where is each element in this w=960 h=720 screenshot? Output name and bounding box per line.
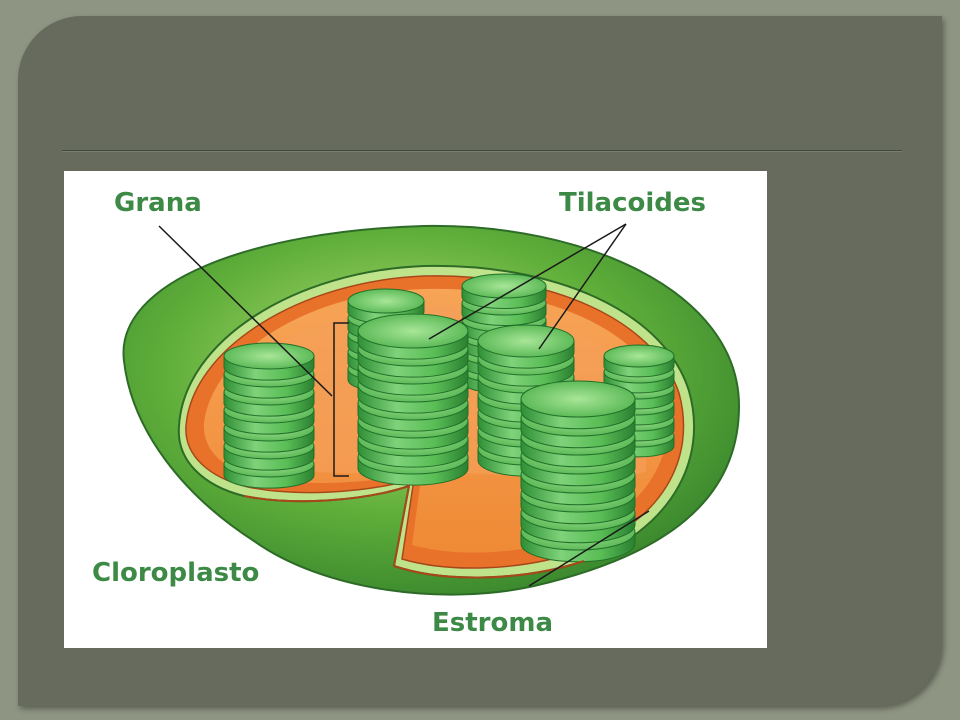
tilacoides-pointer-1 bbox=[428, 223, 627, 340]
thylakoid-disk-top bbox=[347, 288, 425, 314]
inner-membrane-cut bbox=[243, 484, 585, 579]
thylakoid-disk-top bbox=[477, 324, 575, 358]
granum-stack bbox=[520, 380, 636, 563]
thylakoid-disk-top bbox=[603, 344, 675, 368]
chloroplast-svg: Grana Tilacoides Cloroplasto Estroma bbox=[92, 188, 741, 638]
label-cloroplasto: Cloroplasto bbox=[92, 558, 259, 588]
title-divider bbox=[62, 150, 902, 151]
tilacoides-pointer-2 bbox=[538, 223, 627, 350]
thylakoid-disk-top bbox=[223, 342, 315, 370]
grana-bracket bbox=[333, 322, 349, 477]
label-tilacoides: Tilacoides bbox=[559, 188, 706, 218]
thylakoid-disk-top bbox=[461, 273, 547, 299]
label-estroma: Estroma bbox=[432, 608, 553, 638]
estroma-pointer bbox=[528, 510, 650, 587]
label-grana: Grana bbox=[114, 188, 202, 218]
thylakoid-disk-top bbox=[520, 380, 636, 418]
granum-stack bbox=[223, 342, 315, 489]
granum-stack bbox=[357, 313, 469, 486]
grana-pointer bbox=[158, 225, 333, 397]
thylakoid-disk-top bbox=[357, 313, 469, 349]
chloroplast-diagram: Grana Tilacoides Cloroplasto Estroma bbox=[64, 171, 767, 648]
